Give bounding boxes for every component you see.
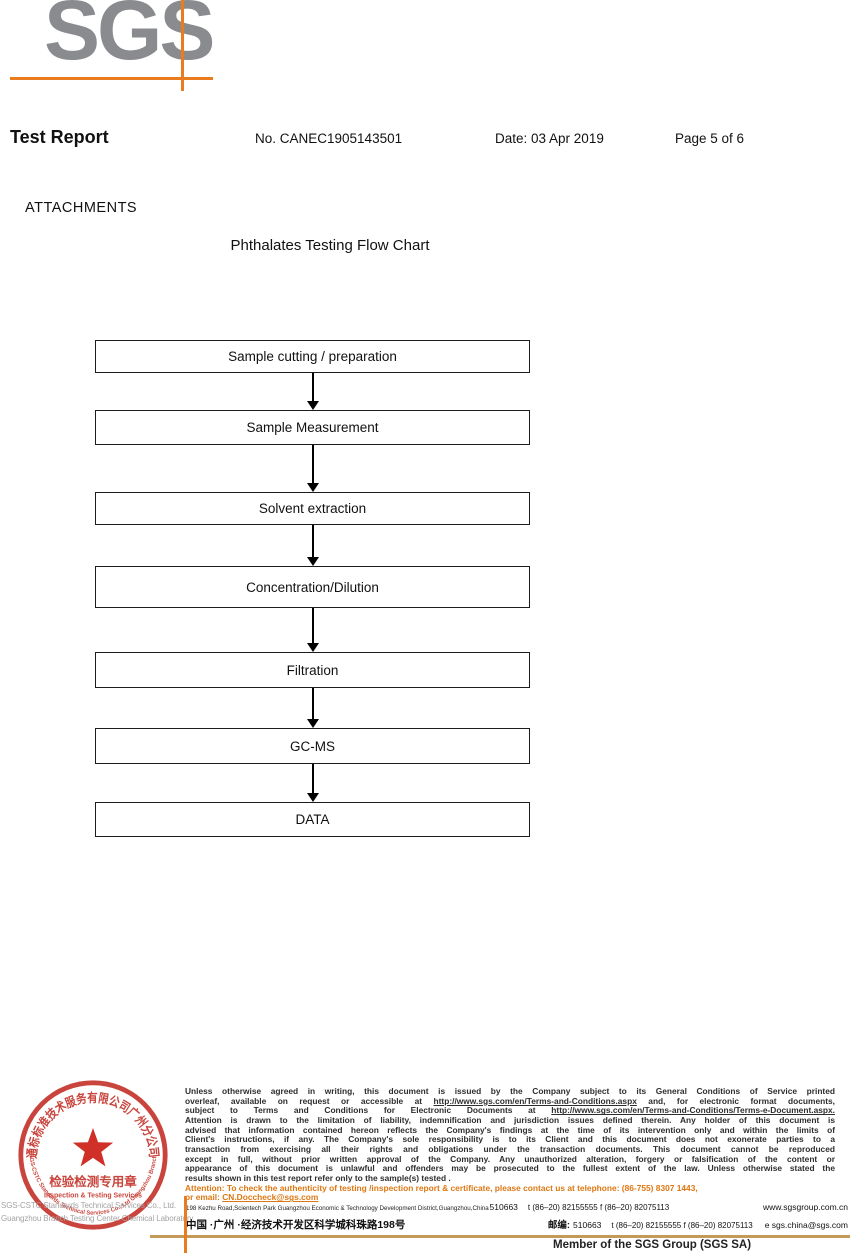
postal-label-cn: 邮编: — [547, 1220, 571, 1231]
inspection-stamp-seal: 通标标准技术服务有限公司广州分公司 SGS-CSTC Standards Tec… — [18, 1080, 168, 1230]
address-row-en: 198 Kezhu Road,Scientech Park Guangzhou … — [186, 1202, 848, 1215]
logo-crosshair-horizontal — [10, 77, 213, 80]
star-icon — [72, 1128, 114, 1167]
legal-line: except in full, without prior written ap… — [185, 1153, 835, 1164]
legal-line: advised that information contained hereo… — [185, 1124, 835, 1135]
footer-crosshair-vertical — [184, 1196, 187, 1253]
flow-step-gc-ms: GC-MS — [95, 728, 530, 764]
flow-arrow-down-icon — [306, 525, 319, 566]
flow-arrow-down-icon — [306, 445, 319, 492]
attachments-heading: ATTACHMENTS — [25, 200, 138, 216]
postal-code-cn: 510663 — [573, 1220, 602, 1230]
website-url: www.sgsgroup.com.cn — [762, 1202, 848, 1212]
email-address: e sgs.china@sgs.com — [764, 1220, 848, 1230]
legal-terms-block: Unless otherwise agreed in writing, this… — [185, 1086, 835, 1203]
attention-line: Attention: To check the authenticity of … — [185, 1182, 698, 1193]
legal-line: appearance of this document is unlawful … — [185, 1163, 835, 1174]
phone-fax: t (86–20) 82155555 f (86–20) 82075113 — [611, 1221, 753, 1230]
report-title: Test Report — [10, 127, 109, 147]
flow-arrow-down-icon — [306, 688, 319, 728]
legal-line: overleaf, available on request or access… — [185, 1095, 835, 1106]
address-row-cn: 中国 ·广州 ·经济技术开发区科学城科珠路198号 邮编: 510663 t (… — [186, 1217, 848, 1232]
lab-company-name: SGS-CSTC Standards Technical Services Co… — [1, 1200, 195, 1225]
attention-line: or email: CN.Doccheck@sgs.com — [185, 1192, 319, 1203]
sgs-member-note: Member of the SGS Group (SGS SA) — [553, 1239, 752, 1251]
legal-line: subject to Terms and Conditions for Elec… — [185, 1105, 835, 1116]
footer-rule-line — [150, 1235, 850, 1238]
flow-step-filtration: Filtration — [95, 652, 530, 688]
flow-chart-title: Phthalates Testing Flow Chart — [230, 237, 430, 254]
sgs-logo: SGS — [44, 0, 215, 77]
flow-step-sample-cutting: Sample cutting / preparation — [95, 340, 530, 373]
address-english: 198 Kezhu Road,Scientech Park Guangzhou … — [186, 1205, 489, 1212]
legal-line: results shown in this test report refer … — [185, 1172, 451, 1183]
postal-code: 510663 — [489, 1202, 518, 1212]
flow-step-solvent-extraction: Solvent extraction — [95, 492, 530, 525]
flow-arrow-down-icon — [306, 608, 319, 652]
report-number: No. CANEC1905143501 — [255, 131, 403, 146]
flow-arrow-down-icon — [306, 373, 319, 410]
lab-company-line2: Guangzhou Branch Testing Center Chemical… — [1, 1213, 195, 1223]
logo-crosshair-vertical — [181, 0, 184, 91]
phthalates-flow-chart: Sample cutting / preparation Sample Meas… — [95, 340, 530, 840]
svg-text:检验检测专用章: 检验检测专用章 — [49, 1174, 137, 1189]
report-date: Date: 03 Apr 2019 — [495, 131, 604, 146]
address-chinese: 中国 ·广州 ·经济技术开发区科学城科珠路198号 — [186, 1219, 406, 1231]
phone-fax: t (86–20) 82155555 f (86–20) 82075113 — [527, 1203, 670, 1212]
flow-step-data: DATA — [95, 802, 530, 837]
legal-line: transaction from exercising all their ri… — [185, 1143, 835, 1154]
svg-text:Inspection & Testing Services: Inspection & Testing Services — [44, 1192, 142, 1199]
flow-step-sample-measurement: Sample Measurement — [95, 410, 530, 445]
flow-arrow-down-icon — [306, 764, 319, 802]
legal-line: Attention is drawn to the limitation of … — [185, 1114, 835, 1125]
flow-step-concentration-dilution: Concentration/Dilution — [95, 566, 530, 608]
page-indicator: Page 5 of 6 — [675, 131, 745, 146]
lab-company-line1: SGS-CSTC Standards Technical Services Co… — [1, 1201, 176, 1210]
legal-line: Client's instructions, if any. The Compa… — [185, 1134, 835, 1145]
legal-line: Unless otherwise agreed in writing, this… — [185, 1086, 835, 1096]
address-block: 198 Kezhu Road,Scientech Park Guangzhou … — [186, 1202, 848, 1232]
